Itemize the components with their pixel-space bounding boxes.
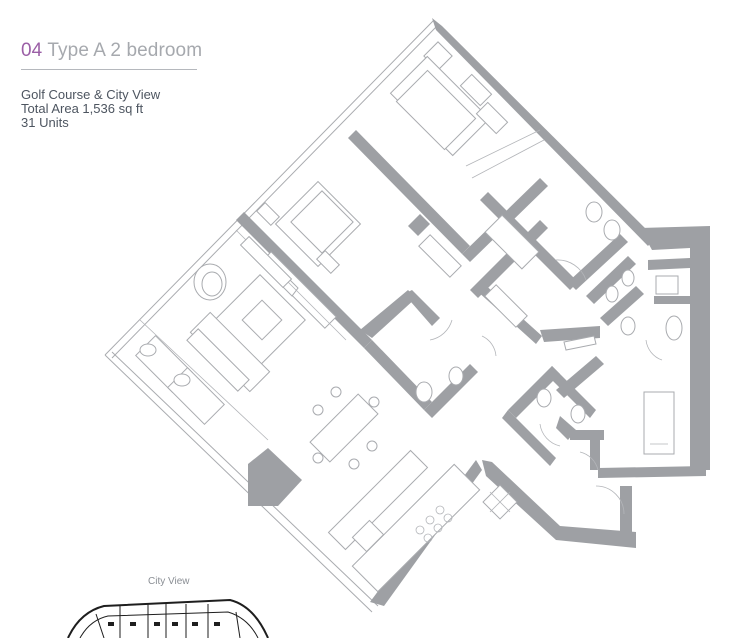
kitchen xyxy=(248,448,518,593)
facade-glazing xyxy=(104,19,438,613)
unit-count: 31 Units xyxy=(21,115,69,130)
key-plan-label: City View xyxy=(148,576,190,587)
dining-area xyxy=(309,386,380,470)
plan-header: 04 Type A 2 bedroom xyxy=(21,40,203,70)
unit-title: 04 Type A 2 bedroom xyxy=(21,40,203,62)
door-swings xyxy=(429,259,663,515)
master-bedroom xyxy=(389,41,545,179)
unit-type: Type A 2 bedroom xyxy=(47,40,203,61)
unit-area: Total Area 1,536 sq ft xyxy=(21,101,144,116)
bathrooms xyxy=(415,201,683,455)
cooktop xyxy=(415,505,453,543)
living-room xyxy=(135,229,347,441)
unit-details: Golf Course & City View Total Area 1,536… xyxy=(21,88,160,130)
key-plan xyxy=(67,598,269,638)
second-bedroom xyxy=(255,180,362,329)
title-divider xyxy=(21,69,197,70)
unit-view: Golf Course & City View xyxy=(21,87,161,102)
unit-number: 04 xyxy=(21,40,43,61)
